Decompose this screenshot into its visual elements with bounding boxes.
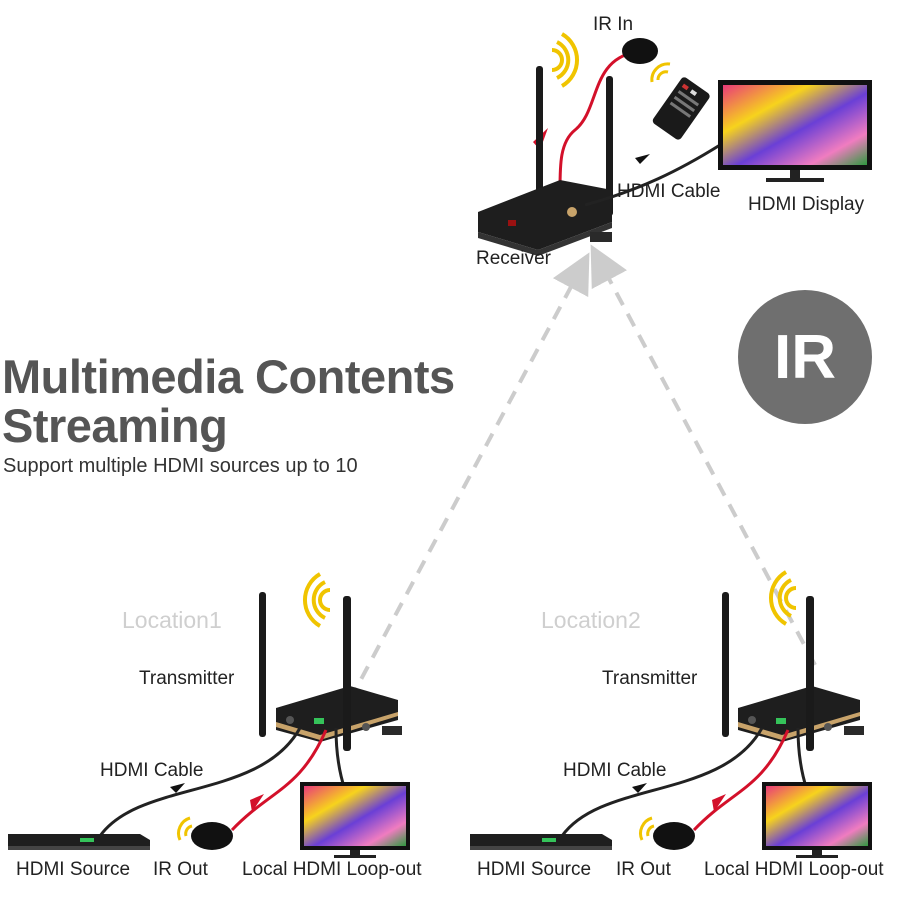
location2-hdmi-source-label: HDMI Source — [477, 859, 592, 880]
transmitter-device — [738, 686, 864, 742]
antenna-icon — [806, 596, 814, 751]
tv-display-icon — [718, 80, 872, 182]
location2-transmitter-label: Transmitter — [602, 668, 698, 689]
location1-hdmi-cable-label: HDMI Cable — [100, 760, 204, 781]
antenna-icon — [606, 76, 613, 216]
signal-arrow — [712, 794, 726, 812]
ir-out-cable — [692, 729, 790, 832]
direction-arrow — [170, 783, 185, 793]
ir-out-cable — [230, 729, 328, 832]
wifi-signal-icon — [302, 572, 331, 628]
location1-group — [8, 572, 410, 858]
ir-eye-icon — [191, 822, 233, 850]
location1-transmitter-label: Transmitter — [139, 668, 235, 689]
hdmi-cable — [584, 143, 721, 207]
wifi-signal-icon — [650, 62, 671, 83]
wifi-signal-icon — [768, 570, 797, 626]
headline-subtitle: Support multiple HDMI sources up to 10 — [3, 455, 358, 477]
signal-arrow — [250, 794, 264, 812]
wireless-link-location1 — [348, 252, 590, 701]
tv-display-icon — [762, 782, 872, 858]
headline-line2: Streaming — [2, 399, 228, 452]
receiver-label: Receiver — [476, 248, 551, 269]
hdmi-cable — [98, 727, 302, 837]
wifi-signal-icon — [177, 816, 193, 841]
media-player-icon — [8, 834, 150, 850]
antenna-icon — [722, 592, 729, 737]
antenna-icon — [536, 66, 543, 206]
tv-display-icon — [300, 782, 410, 858]
receiver-device — [478, 180, 612, 256]
location1-title: Location1 — [122, 607, 222, 633]
location2-loop-out-label: Local HDMI Loop-out — [704, 859, 884, 880]
direction-arrow — [635, 154, 650, 164]
wifi-signal-icon — [551, 32, 580, 88]
location1-loop-out-label: Local HDMI Loop-out — [242, 859, 422, 880]
ir-in-cable — [558, 50, 637, 191]
location1-hdmi-source-label: HDMI Source — [16, 859, 131, 880]
loop-out-cable — [796, 727, 809, 791]
ir-in-label: IR In — [593, 14, 634, 35]
headline-line1: Multimedia Contents — [2, 350, 455, 403]
remote-control-icon — [652, 77, 710, 140]
transmitter-device — [276, 686, 402, 742]
antenna-icon — [259, 592, 266, 737]
ir-eye-icon — [653, 822, 695, 850]
hdmi-cable — [560, 727, 764, 837]
media-player-icon — [470, 834, 612, 850]
ir-eye-icon — [622, 38, 658, 64]
direction-arrow — [632, 783, 647, 793]
headline: Multimedia Contents Streaming — [2, 352, 455, 450]
location2-title: Location2 — [541, 607, 641, 633]
ir-badge: IR — [738, 290, 872, 424]
location1-ir-out-label: IR Out — [153, 859, 208, 880]
wifi-signal-icon — [639, 816, 655, 841]
receiver-group — [478, 32, 872, 256]
hdmi-display-label: HDMI Display — [748, 194, 865, 215]
ir-badge-label: IR — [774, 322, 836, 392]
antenna-icon — [343, 596, 351, 751]
location2-hdmi-cable-label: HDMI Cable — [563, 760, 667, 781]
location2-ir-out-label: IR Out — [616, 859, 671, 880]
location2-group — [470, 570, 872, 858]
receiver-hdmi-cable-label: HDMI Cable — [617, 181, 721, 202]
